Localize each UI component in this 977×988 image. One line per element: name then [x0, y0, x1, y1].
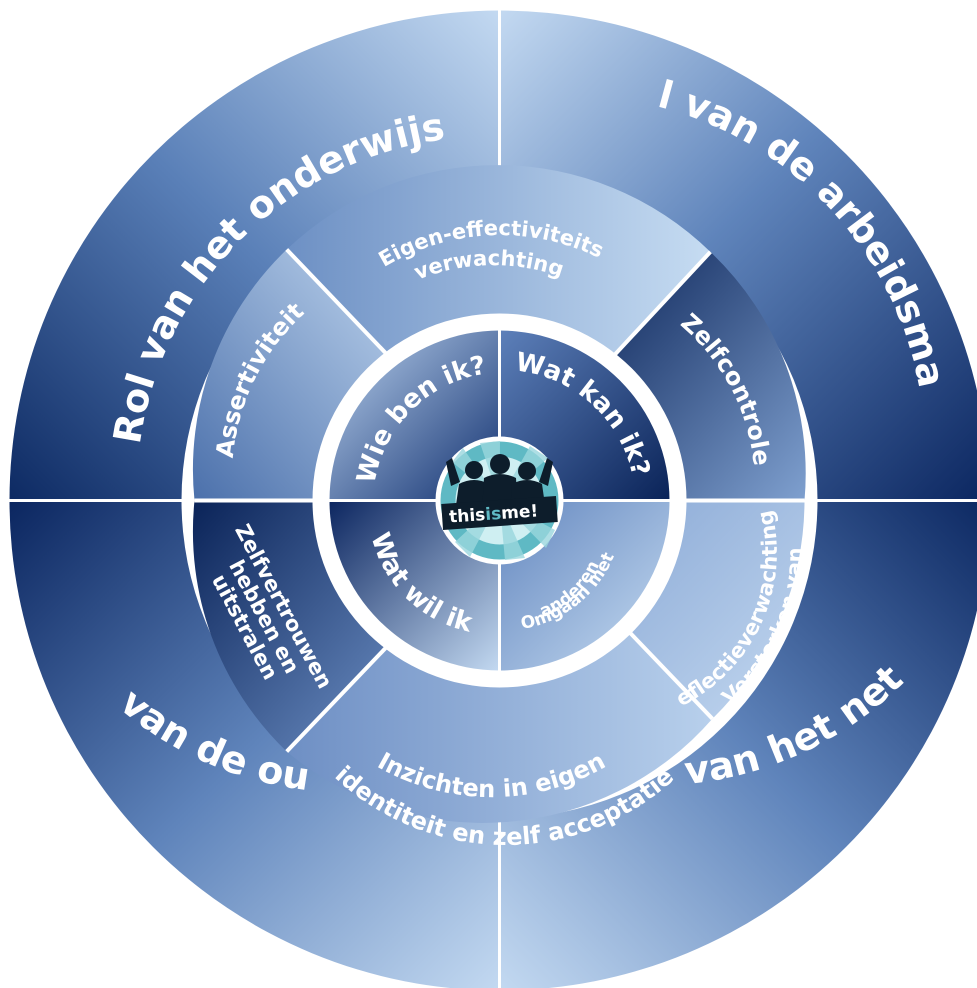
- logo-text-me: me!: [501, 501, 539, 524]
- middle-segment-eigen-effectiviteit: [286, 165, 711, 376]
- middle-divider: [285, 248, 407, 375]
- logo-text-is: is: [485, 504, 502, 525]
- middle-divider: [285, 626, 407, 753]
- logo-text-this: this: [448, 505, 485, 527]
- logo-banner: [441, 496, 558, 530]
- middle-segment-inzichten: [286, 601, 713, 823]
- logo: thisisme!: [435, 436, 564, 565]
- svg-text:thisisme!: thisisme!: [448, 501, 538, 527]
